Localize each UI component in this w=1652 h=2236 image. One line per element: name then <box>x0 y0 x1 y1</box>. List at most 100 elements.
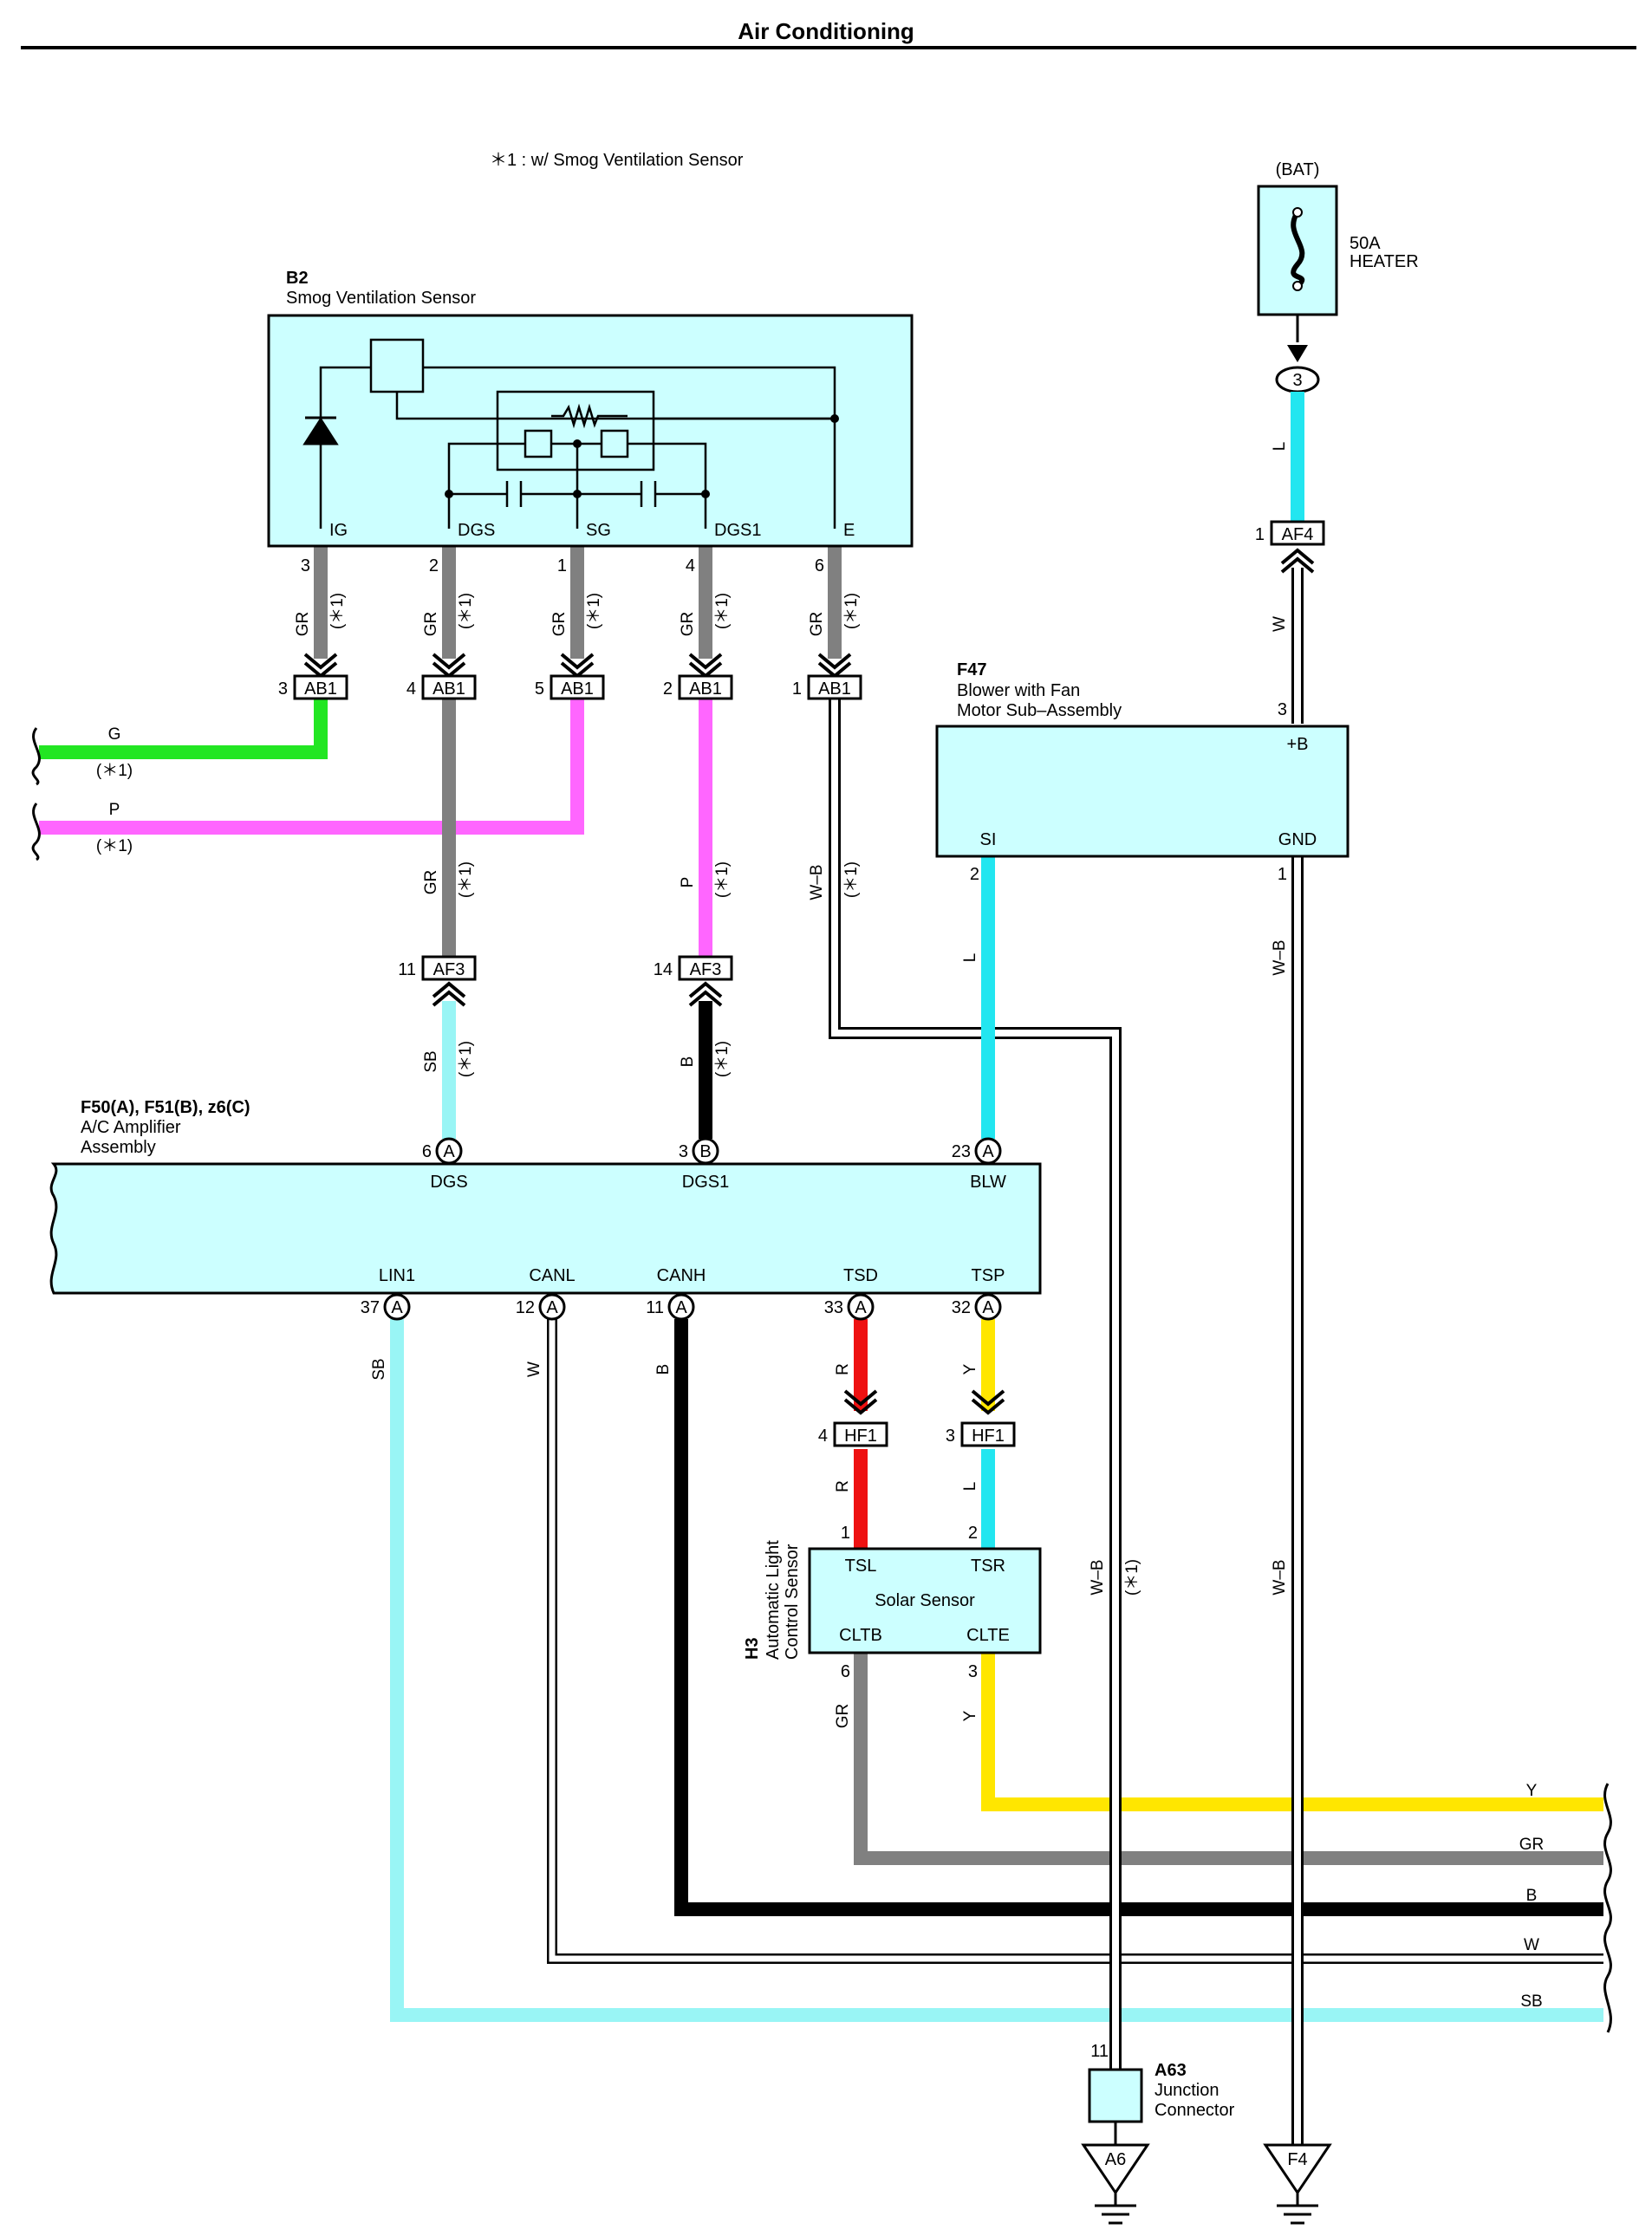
fuse-box <box>1257 185 1338 316</box>
option-mark: (＊1) <box>96 837 133 855</box>
amp-pin-num: 6 <box>422 1142 432 1161</box>
wire-label: L <box>961 953 979 963</box>
ab1-label: AB1 <box>304 679 337 699</box>
ab1-pin-num: 3 <box>278 679 288 699</box>
amp-conn-letter: A <box>855 1298 867 1317</box>
amp-pin-label: LIN1 <box>379 1266 415 1285</box>
ground-f4-symbol <box>1277 2193 1318 2225</box>
ab1-pin-num: 5 <box>535 679 544 699</box>
fuse-pin-num: 3 <box>1292 371 1302 390</box>
b2-diode-icon <box>302 416 339 445</box>
wire-label: W–B <box>1089 1559 1107 1595</box>
fuse-icon <box>1291 211 1305 289</box>
fuse-terminal-bottom <box>1292 281 1303 291</box>
f47-pin-num: 3 <box>1278 700 1287 719</box>
bus-label-gr: GR <box>1519 1836 1545 1854</box>
b2-pin-num: 4 <box>686 556 695 575</box>
f47-pin-num: 1 <box>1278 865 1287 884</box>
wire-clte-y <box>981 1653 1603 1811</box>
wire-label: W <box>1271 616 1289 632</box>
fuse-arrow <box>1287 345 1308 362</box>
wire-p <box>39 698 584 835</box>
hf1-pin-num: 3 <box>946 1427 955 1446</box>
h3-pin-tsr: TSR <box>971 1557 1005 1576</box>
amp-pin-num: 37 <box>361 1298 380 1317</box>
wire-canl-w-inner <box>549 1319 1603 1962</box>
wire-label: GR <box>808 612 826 637</box>
wire-label: Y <box>961 1710 979 1721</box>
b2-id: B2 <box>286 269 309 288</box>
f47-box <box>935 725 1350 858</box>
option-note: ＊1 : w/ Smog Ventilation Sensor <box>490 151 744 170</box>
amp-box <box>49 1162 1042 1295</box>
bus-label-b: B <box>1526 1887 1538 1905</box>
a63-pin-num: 11 <box>1090 2042 1109 2061</box>
wire-label: L <box>961 1482 979 1492</box>
h3-pin-cltb: CLTB <box>839 1626 882 1645</box>
ab1-pin-num: 4 <box>406 679 416 699</box>
wire-label: W <box>525 1362 543 1377</box>
wire-g <box>39 698 328 759</box>
option-mark: (＊1) <box>713 1041 732 1077</box>
a63-name-2: Connector <box>1154 2101 1235 2120</box>
b2-pin-num: 3 <box>301 556 310 575</box>
f47-pin-gnd: GND <box>1278 830 1317 849</box>
a63-box <box>1088 2068 1143 2123</box>
ground-a6-icon <box>1081 2143 1150 2195</box>
f47-name-2: Motor Sub–Assembly <box>957 701 1122 720</box>
b2-wire-labels: GR (＊1) GR (＊1) GR (＊1) GR (＊1) GR (＊1) <box>294 593 861 636</box>
amp-conn-letter: A <box>982 1298 994 1317</box>
amp-conn-letter: A <box>546 1298 558 1317</box>
wire-label: SB <box>422 1050 440 1072</box>
amp-name-1: A/C Amplifier <box>81 1118 181 1137</box>
amp-conn-letter: B <box>699 1142 711 1161</box>
amp-pin-label: DGS1 <box>682 1173 729 1192</box>
option-mark: (＊1) <box>842 593 861 629</box>
wire-label: R <box>834 1363 852 1375</box>
amp-name-2: Assembly <box>81 1138 156 1157</box>
amp-terminals <box>383 1137 1002 1321</box>
bus-label-w: W <box>1524 1936 1539 1954</box>
wire-label: W–B <box>1271 939 1289 975</box>
af3-chevrons <box>432 981 723 1007</box>
amp-pin-label: TSP <box>972 1266 1005 1285</box>
fuse-name: HEATER <box>1350 252 1419 271</box>
b2-name: Smog Ventilation Sensor <box>286 289 476 308</box>
wire-label: B <box>679 1056 697 1068</box>
h3-inner-name: Solar Sensor <box>875 1591 975 1610</box>
wire-label: W–B <box>1271 1559 1289 1595</box>
wire-label: GR <box>550 612 569 637</box>
f47-pin-si: SI <box>980 830 997 849</box>
b2-junction-dot <box>445 490 453 498</box>
amp-pin-num: 3 <box>679 1142 688 1161</box>
ground-a6-label: A6 <box>1105 2150 1126 2169</box>
h3-name-2: Control Sensor <box>783 1544 802 1660</box>
b2-pin-num: 6 <box>815 556 824 575</box>
b2-pin-e: E <box>843 521 855 540</box>
option-mark: (＊1) <box>842 861 861 898</box>
wire-label: R <box>834 1480 852 1492</box>
wire-label: L <box>1271 442 1289 452</box>
b2-pin-num: 1 <box>557 556 567 575</box>
option-mark: (＊1) <box>457 861 475 898</box>
b2-internal-circuit <box>319 338 836 529</box>
hf1-chevrons <box>843 1389 1005 1415</box>
break-mark-p <box>31 803 41 861</box>
a63-name-1: Junction <box>1154 2081 1219 2100</box>
option-mark: (＊1) <box>457 1041 475 1077</box>
ab1-connectors <box>293 674 862 700</box>
amp-pin-label: CANL <box>529 1266 575 1285</box>
f47-name-1: Blower with Fan <box>957 681 1080 700</box>
amp-conn-letter: A <box>982 1142 994 1161</box>
amp-pin-num: 33 <box>824 1298 843 1317</box>
ab1-label: AB1 <box>818 679 851 699</box>
option-mark: (＊1) <box>1123 1559 1141 1596</box>
af4-pin-num: 1 <box>1255 525 1265 544</box>
amp-pin-label: DGS <box>430 1173 467 1192</box>
wire-label: GR <box>294 612 312 637</box>
hf1-pin-num: 4 <box>818 1427 828 1446</box>
af3-pin-num: 11 <box>398 960 416 979</box>
amp-pin-label: TSD <box>843 1266 878 1285</box>
h3-name-1: Automatic Light <box>764 1540 783 1660</box>
